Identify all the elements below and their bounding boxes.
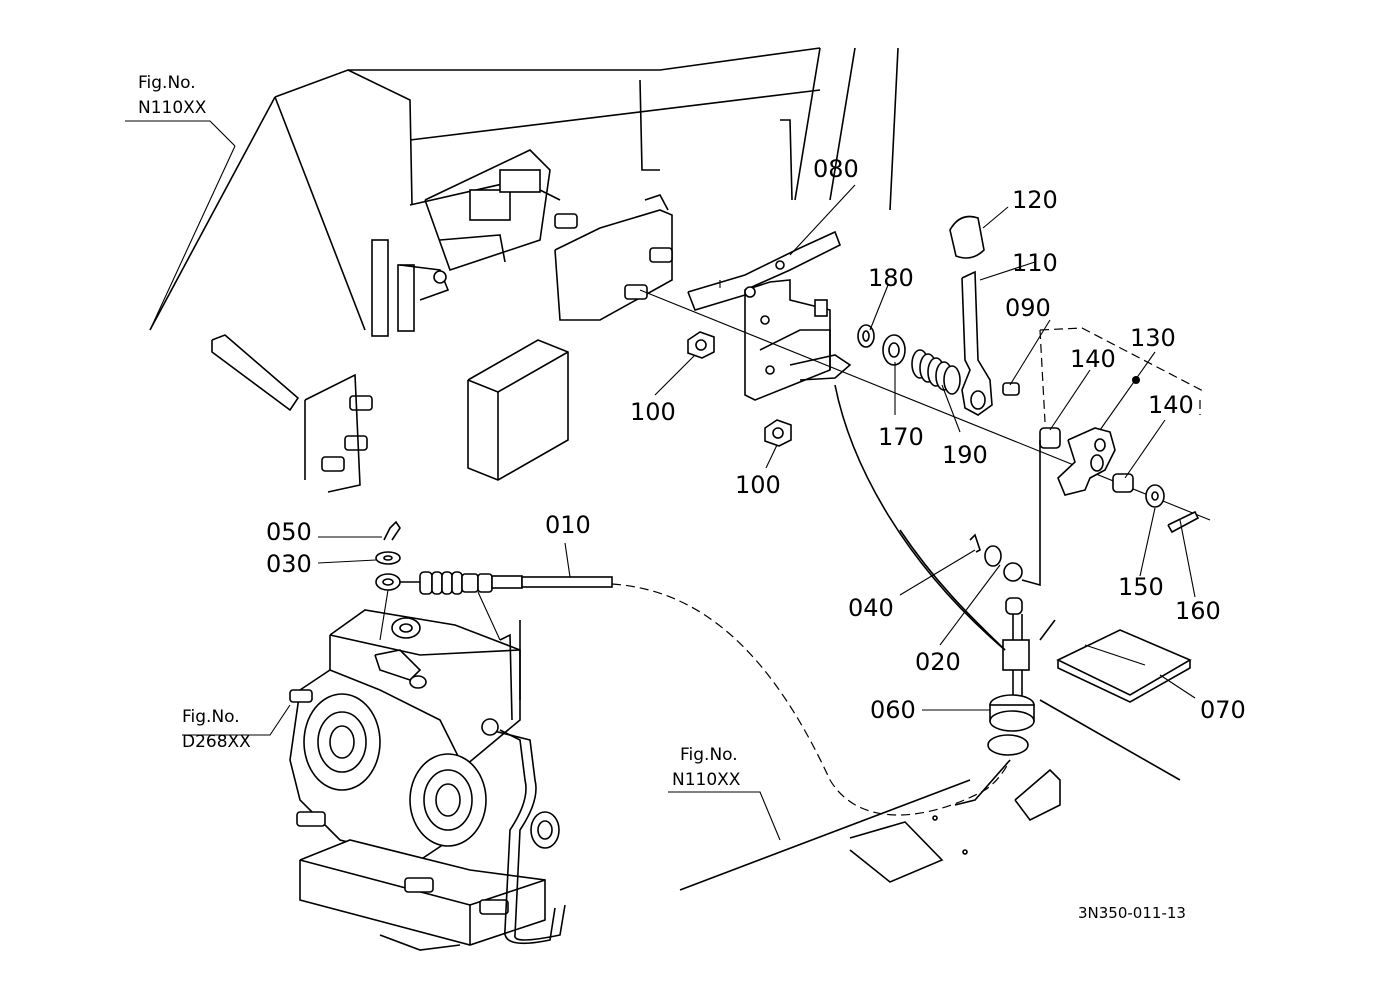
- floor-plate: [679, 768, 1061, 891]
- label-190: 190: [942, 441, 988, 469]
- stud-bolts: [321, 213, 673, 472]
- rectangular-block: [467, 339, 569, 481]
- label-180: 180: [868, 264, 914, 292]
- washer-180: [857, 324, 875, 348]
- label-140-right: 140: [1148, 391, 1194, 419]
- washer-030: [375, 551, 401, 565]
- label-150: 150: [1118, 573, 1164, 601]
- label-130: 130: [1130, 324, 1176, 352]
- grommet-060: [987, 694, 1035, 756]
- tractor-frame-drawing: [149, 47, 899, 493]
- label-090: 090: [1005, 294, 1051, 322]
- fig-ref-bottom: Fig.No. N110XX: [672, 745, 741, 790]
- arm-130: [1057, 427, 1116, 496]
- label-100-upper: 100: [630, 398, 676, 426]
- fig-ref-left: Fig.No. D268XX: [182, 707, 251, 752]
- nut-090: [1002, 382, 1020, 396]
- clip-050: [383, 520, 401, 541]
- label-110: 110: [1012, 249, 1058, 277]
- lever-110: [961, 270, 993, 416]
- spring-190: [911, 349, 961, 395]
- label-080: 080: [813, 155, 859, 183]
- knob-120: [949, 215, 985, 259]
- collar-140-right: [1112, 473, 1134, 493]
- cotter-pin-160: [1167, 510, 1200, 534]
- fig-ref-left-line1: Fig.No.: [182, 707, 240, 727]
- label-020: 020: [915, 648, 961, 676]
- fig-ref-top-left: Fig.No. N110XX: [138, 73, 207, 118]
- nut-100-lower: [764, 419, 792, 447]
- fig-ref-left-line2: D268XX: [182, 732, 251, 752]
- label-140-upper: 140: [1070, 345, 1116, 373]
- leader-lines: [125, 120, 1196, 841]
- drawing-code: 3N350-011-13: [1078, 904, 1186, 922]
- label-070: 070: [1200, 696, 1246, 724]
- cable-010: [375, 571, 1011, 816]
- label-030: 030: [266, 550, 312, 578]
- label-040: 040: [848, 594, 894, 622]
- nut-100-upper: [687, 331, 715, 359]
- washer-150: [1145, 484, 1165, 508]
- rod-end-020: [1002, 440, 1041, 705]
- bracket-080: [687, 230, 852, 401]
- washer-170: [882, 334, 906, 366]
- collar-140-left: [1039, 427, 1061, 449]
- part-labels: 080 120 110 180 090 130 140 140 100 170 …: [266, 155, 1246, 724]
- pin-040: [969, 533, 981, 553]
- label-010: 010: [545, 511, 591, 539]
- fig-ref-bottom-line1: Fig.No.: [680, 745, 738, 765]
- fig-ref-bottom-line2: N110XX: [672, 770, 741, 790]
- label-060: 060: [870, 696, 916, 724]
- label-100-lower: 100: [735, 471, 781, 499]
- pedal-pad-070: [1056, 629, 1192, 703]
- hydraulic-pump-assembly: [289, 609, 566, 951]
- label-170: 170: [878, 423, 924, 451]
- fig-ref-top-left-line1: Fig.No.: [138, 73, 196, 93]
- fig-ref-top-left-line2: N110XX: [138, 98, 207, 118]
- label-050: 050: [266, 518, 312, 546]
- label-120: 120: [1012, 186, 1058, 214]
- label-160: 160: [1175, 597, 1221, 625]
- washer-040: [984, 545, 1002, 567]
